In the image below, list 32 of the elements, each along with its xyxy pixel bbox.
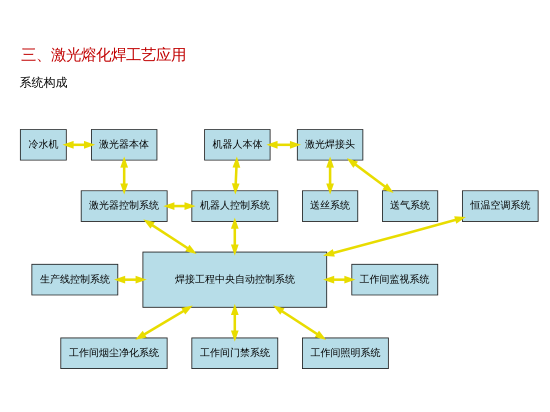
arrow xyxy=(62,140,96,148)
node-box: 机器人本体 xyxy=(204,128,271,160)
arrow xyxy=(230,303,239,342)
node-box: 送气系统 xyxy=(382,190,438,222)
arrow xyxy=(346,158,394,192)
node-box: 工作间烟尘净化系统 xyxy=(60,337,168,369)
node-box: 工作间门禁系统 xyxy=(191,337,278,369)
diagram-title: 三、激光熔化焊工艺应用 xyxy=(20,46,186,64)
node-box: 焊接工程中央自动控制系统 xyxy=(142,251,328,308)
node-box: 冷水机 xyxy=(20,128,67,160)
arrow xyxy=(232,156,240,194)
arrow xyxy=(114,275,147,284)
node-box: 送丝系统 xyxy=(302,190,358,222)
arrow xyxy=(323,216,466,256)
arrow xyxy=(230,217,239,256)
arrow xyxy=(163,202,196,210)
arrow xyxy=(326,156,334,194)
arrow xyxy=(135,305,193,340)
arrow xyxy=(273,304,326,340)
arrow xyxy=(266,140,302,148)
label: 系统构成 xyxy=(19,75,68,90)
node-box: 工作间监视系统 xyxy=(351,263,438,295)
node-box: 工作间照明系统 xyxy=(302,337,389,369)
arrow xyxy=(120,156,128,194)
arrow xyxy=(323,275,356,284)
arrow xyxy=(143,218,197,254)
node-box: 激光焊接头 xyxy=(296,128,364,160)
node-box: 生产线控制系统 xyxy=(31,263,118,295)
node-box: 机器人控制系统 xyxy=(191,190,278,222)
node-box: 激光器控制系统 xyxy=(80,190,168,222)
node-box: 恒温空调系统 xyxy=(462,190,539,222)
node-box: 激光器本体 xyxy=(91,128,158,160)
